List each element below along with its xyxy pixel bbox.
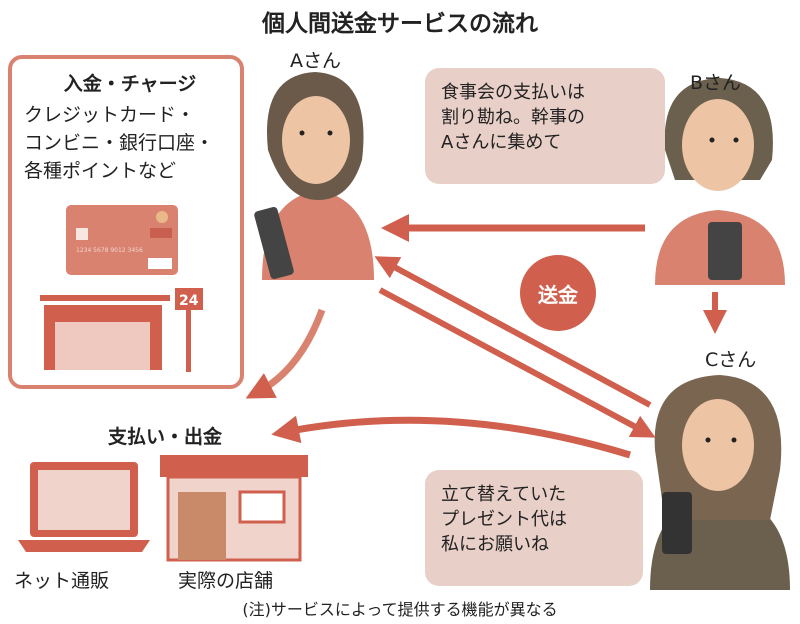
convenience-store-icon: 24 bbox=[40, 288, 203, 372]
transfer-badge: 送金 bbox=[520, 255, 596, 331]
payout-heading: 支払い・出金 bbox=[108, 426, 223, 448]
arrow-c-to-payout bbox=[271, 415, 632, 459]
charge-method-line: 各種ポイントなど bbox=[24, 160, 177, 182]
page-title: 個人間送金サービスの流れ bbox=[262, 11, 538, 37]
card-number: 1234 5678 9012 3456 bbox=[76, 247, 143, 254]
online-shopping-label: ネット通販 bbox=[14, 570, 110, 592]
person-b-illustration bbox=[655, 78, 785, 285]
arrow-a-to-c bbox=[378, 287, 656, 438]
store-sign: 24 bbox=[179, 293, 199, 309]
speech-bubble-b: 食事会の支払いは 割り勘ね。幹事の Aさんに集めて bbox=[425, 68, 665, 184]
bubble-line: 立て替えていた bbox=[441, 484, 567, 505]
person-a-illustration bbox=[254, 72, 374, 280]
laptop-icon bbox=[18, 462, 150, 552]
charge-panel: 入金・チャージ クレジットカード・ コンビニ・銀行口座・ 各種ポイントなど bbox=[8, 55, 244, 389]
physical-store-label: 実際の店舗 bbox=[178, 570, 274, 592]
bubble-line: Aさんに集めて bbox=[441, 132, 562, 153]
charge-method-line: コンビニ・銀行口座・ bbox=[24, 132, 215, 154]
speech-bubble-c: 立て替えていた プレゼント代は 私にお願いね bbox=[425, 470, 643, 586]
person-a-label: Aさん bbox=[290, 50, 341, 72]
store-icon bbox=[160, 455, 308, 562]
person-c-illustration bbox=[650, 375, 790, 590]
arrow-c-to-a bbox=[374, 256, 652, 408]
person-c-label: Cさん bbox=[705, 349, 757, 371]
bubble-line: 私にお願いね bbox=[441, 534, 549, 555]
bubble-line: 食事会の支払いは bbox=[441, 82, 585, 103]
charge-heading: 入金・チャージ bbox=[63, 73, 197, 95]
charge-methods: クレジットカード・ コンビニ・銀行口座・ 各種ポイントなど bbox=[24, 101, 214, 185]
arrow-a-to-payout bbox=[245, 308, 326, 399]
person-b-label: Bさん bbox=[690, 72, 742, 94]
credit-card-icon: 1234 5678 9012 3456 bbox=[66, 205, 178, 275]
charge-method-line: クレジットカード・ bbox=[24, 104, 196, 126]
footnote: (注)サービスによって提供する機能が異なる bbox=[242, 600, 558, 619]
bubble-line: プレゼント代は bbox=[441, 509, 567, 530]
bubble-line: 割り勘ね。幹事の bbox=[441, 107, 585, 128]
